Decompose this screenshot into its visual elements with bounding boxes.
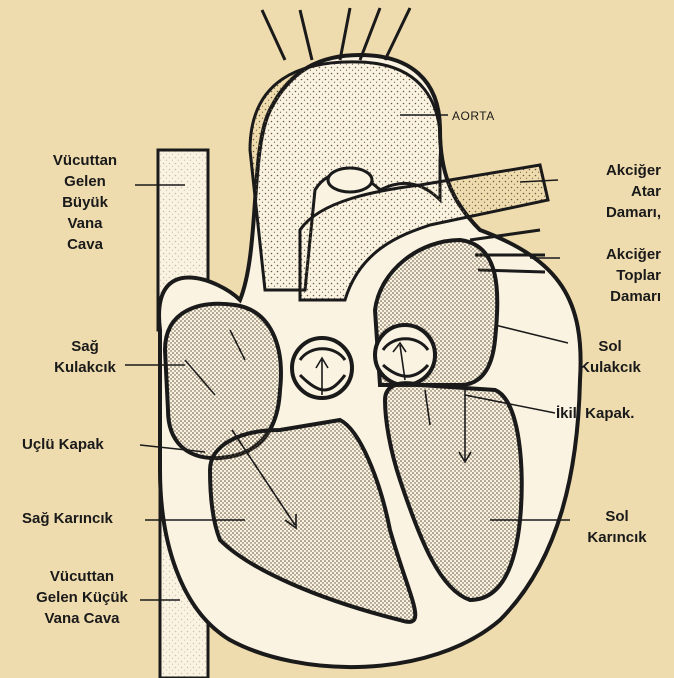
label-vena-cava-superior: Vücuttan Gelen Büyük Vana Cava — [30, 150, 140, 255]
label-line: Sağ — [30, 336, 140, 357]
label-pulmonary-vein: Akciğer Toplar Damarı — [555, 244, 661, 307]
label-line: Vana — [30, 213, 140, 234]
label-line: Karıncık — [572, 527, 662, 548]
label-left-ventricle: Sol Karıncık — [572, 506, 662, 548]
label-right-ventricle: Sağ Karıncık — [22, 508, 113, 529]
label-line: Büyük — [30, 192, 140, 213]
label-line: Sol — [572, 506, 662, 527]
label-line: Cava — [30, 234, 140, 255]
label-line: Damarı, — [555, 202, 661, 223]
label-bicuspid-valve: İkili Kapak. — [556, 403, 634, 424]
label-left-atrium: Sol Kulakcık — [555, 336, 665, 378]
label-tricuspid-valve: Uçlü Kapak — [22, 434, 104, 455]
label-line: Kulakcık — [30, 357, 140, 378]
label-line: Akciğer — [555, 244, 661, 265]
label-vena-cava-inferior: Vücuttan Gelen Küçük Vana Cava — [22, 566, 142, 629]
label-line: Toplar — [555, 265, 661, 286]
label-line: Vücuttan — [30, 150, 140, 171]
label-right-atrium: Sağ Kulakcık — [30, 336, 140, 378]
label-pulmonary-artery: Akciğer Atar Damarı, — [555, 160, 661, 223]
label-line: Kulakcık — [555, 357, 665, 378]
label-aorta: AORTA — [452, 106, 495, 127]
label-line: Gelen — [30, 171, 140, 192]
label-line: Vücuttan — [22, 566, 142, 587]
label-line: Akciğer — [555, 160, 661, 181]
label-line: Atar — [555, 181, 661, 202]
label-line: Damarı — [555, 286, 661, 307]
label-line: Vana Cava — [22, 608, 142, 629]
label-line: Sol — [555, 336, 665, 357]
label-line: Gelen Küçük — [22, 587, 142, 608]
